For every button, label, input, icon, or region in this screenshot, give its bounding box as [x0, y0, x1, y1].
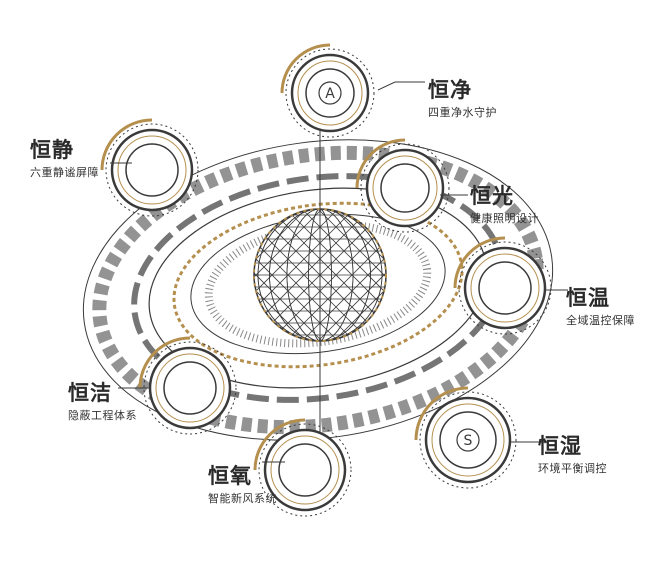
title-jie: 恒洁: [68, 380, 112, 405]
title-jing-quiet: 恒静: [30, 137, 74, 162]
label-group-jie: 恒洁 隐蔽工程体系: [68, 377, 137, 423]
node-jing-quiet: [100, 118, 199, 217]
label-group-guang: 恒光 健康照明设计: [470, 180, 539, 226]
label-group-wen: 恒温 全域温控保障: [566, 282, 635, 328]
node-icon-letter: A: [325, 86, 335, 102]
node-shi: S: [414, 386, 517, 489]
node-guang: [355, 138, 450, 233]
node-wen: [453, 236, 552, 335]
connector-lines: [110, 81, 568, 463]
orbit-outer-dashed: [92, 145, 544, 435]
title-wen: 恒温: [566, 285, 610, 310]
subtitle-wen: 全域温控保障: [566, 314, 635, 327]
subtitle-jing-quiet: 六重静谧屏障: [30, 166, 99, 179]
node-jing-clean: A: [280, 43, 375, 138]
node-icon-letter: S: [464, 433, 473, 449]
subtitle-yang: 智能新风系统: [208, 492, 277, 505]
subtitle-jing-clean: 四重净水守护: [428, 106, 497, 119]
label-group-jing-clean: 恒净 四重净水守护: [428, 74, 497, 120]
subtitle-shi: 环境平衡调控: [538, 462, 607, 475]
subtitle-jie: 隐蔽工程体系: [68, 409, 137, 422]
title-guang: 恒光: [470, 183, 514, 208]
node-yang: [253, 418, 352, 517]
label-group-jing-quiet: 恒静 六重静谧屏障: [30, 134, 99, 180]
title-yang: 恒氧: [208, 463, 252, 488]
label-group-yang: 恒氧 智能新风系统: [208, 460, 277, 506]
label-group-shi: 恒湿 环境平衡调控: [538, 430, 607, 476]
title-jing-clean: 恒净: [428, 77, 472, 102]
title-shi: 恒湿: [538, 433, 582, 458]
subtitle-guang: 健康照明设计: [470, 212, 539, 225]
node-jie: [138, 336, 237, 435]
orbit-outer-line: [82, 139, 554, 441]
geodesic-sphere: [253, 208, 387, 342]
